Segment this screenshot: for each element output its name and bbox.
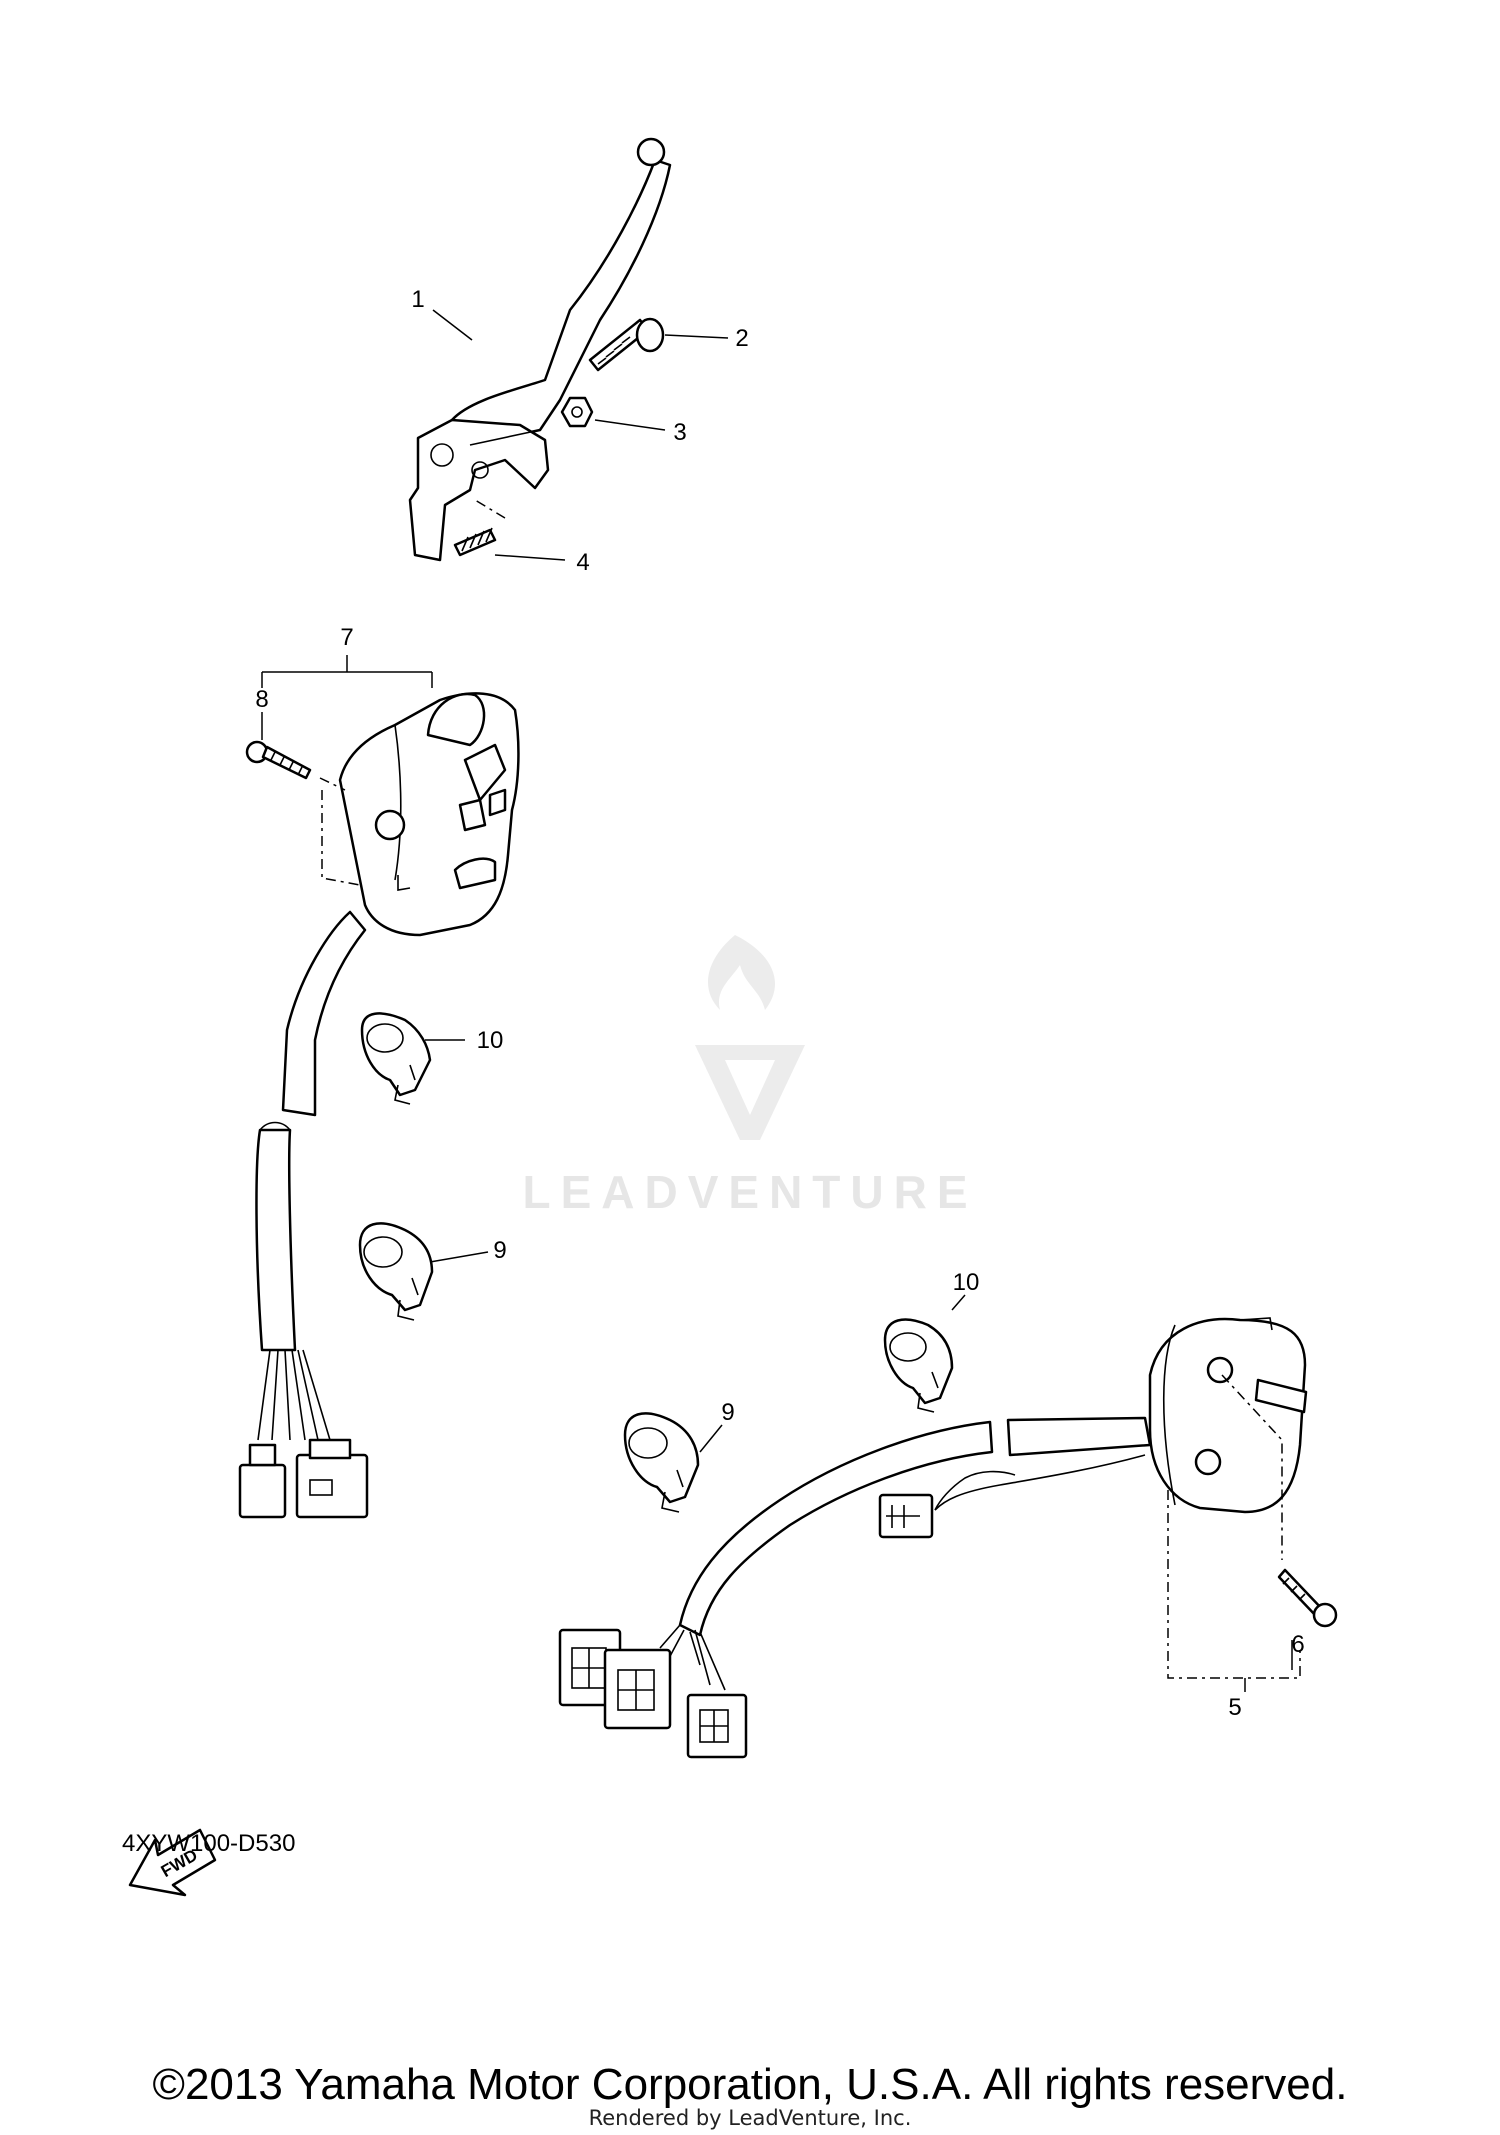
callout-7: 7 [340,624,353,651]
callout-8: 8 [255,686,268,713]
callout-2: 2 [735,325,748,352]
clamp-upper-left [360,1012,432,1105]
copyright-notice: ©2013 Yamaha Motor Corporation, U.S.A. A… [152,2060,1348,2109]
right-switch-screw [1277,1568,1338,1628]
diagram-code: 4XYW100-D530 [122,1830,296,1857]
callout-9-lower-right: 9 [721,1399,734,1426]
callout-10-upper-left: 10 [477,1027,504,1054]
lever-nut [560,396,594,428]
lever [408,137,672,562]
callout-3: 3 [673,419,686,446]
clamp-upper-right [883,1318,954,1413]
callout-5: 5 [1228,1694,1241,1721]
lever-spring [453,499,506,557]
forward-arrow-icon: FWD [128,1828,217,1897]
callout-10-upper-right: 10 [953,1269,980,1296]
part-number-callouts: 1 2 3 4 7 8 10 9 10 9 6 5 [255,286,1304,1721]
clamp-lower-left [358,1222,434,1321]
leader-lines [261,309,1293,1692]
right-handlebar-switch [558,1317,1308,1759]
left-switch-screw [245,740,361,886]
callout-1: 1 [411,286,424,313]
watermark-v-icon [695,1045,805,1140]
lever-bolt [588,317,665,372]
callout-4: 4 [576,549,589,576]
clamp-lower-right [623,1412,700,1513]
leadventure-watermark: LEADVENTURE [522,935,977,1218]
callout-6: 6 [1291,1631,1304,1658]
left-handlebar-switch [238,692,520,1519]
rendered-by-notice: Rendered by LeadVenture, Inc. [588,2106,912,2130]
callout-9-lower-left: 9 [493,1237,506,1264]
watermark-wordmark: LEADVENTURE [522,1166,977,1218]
watermark-flame-icon [708,935,775,1010]
